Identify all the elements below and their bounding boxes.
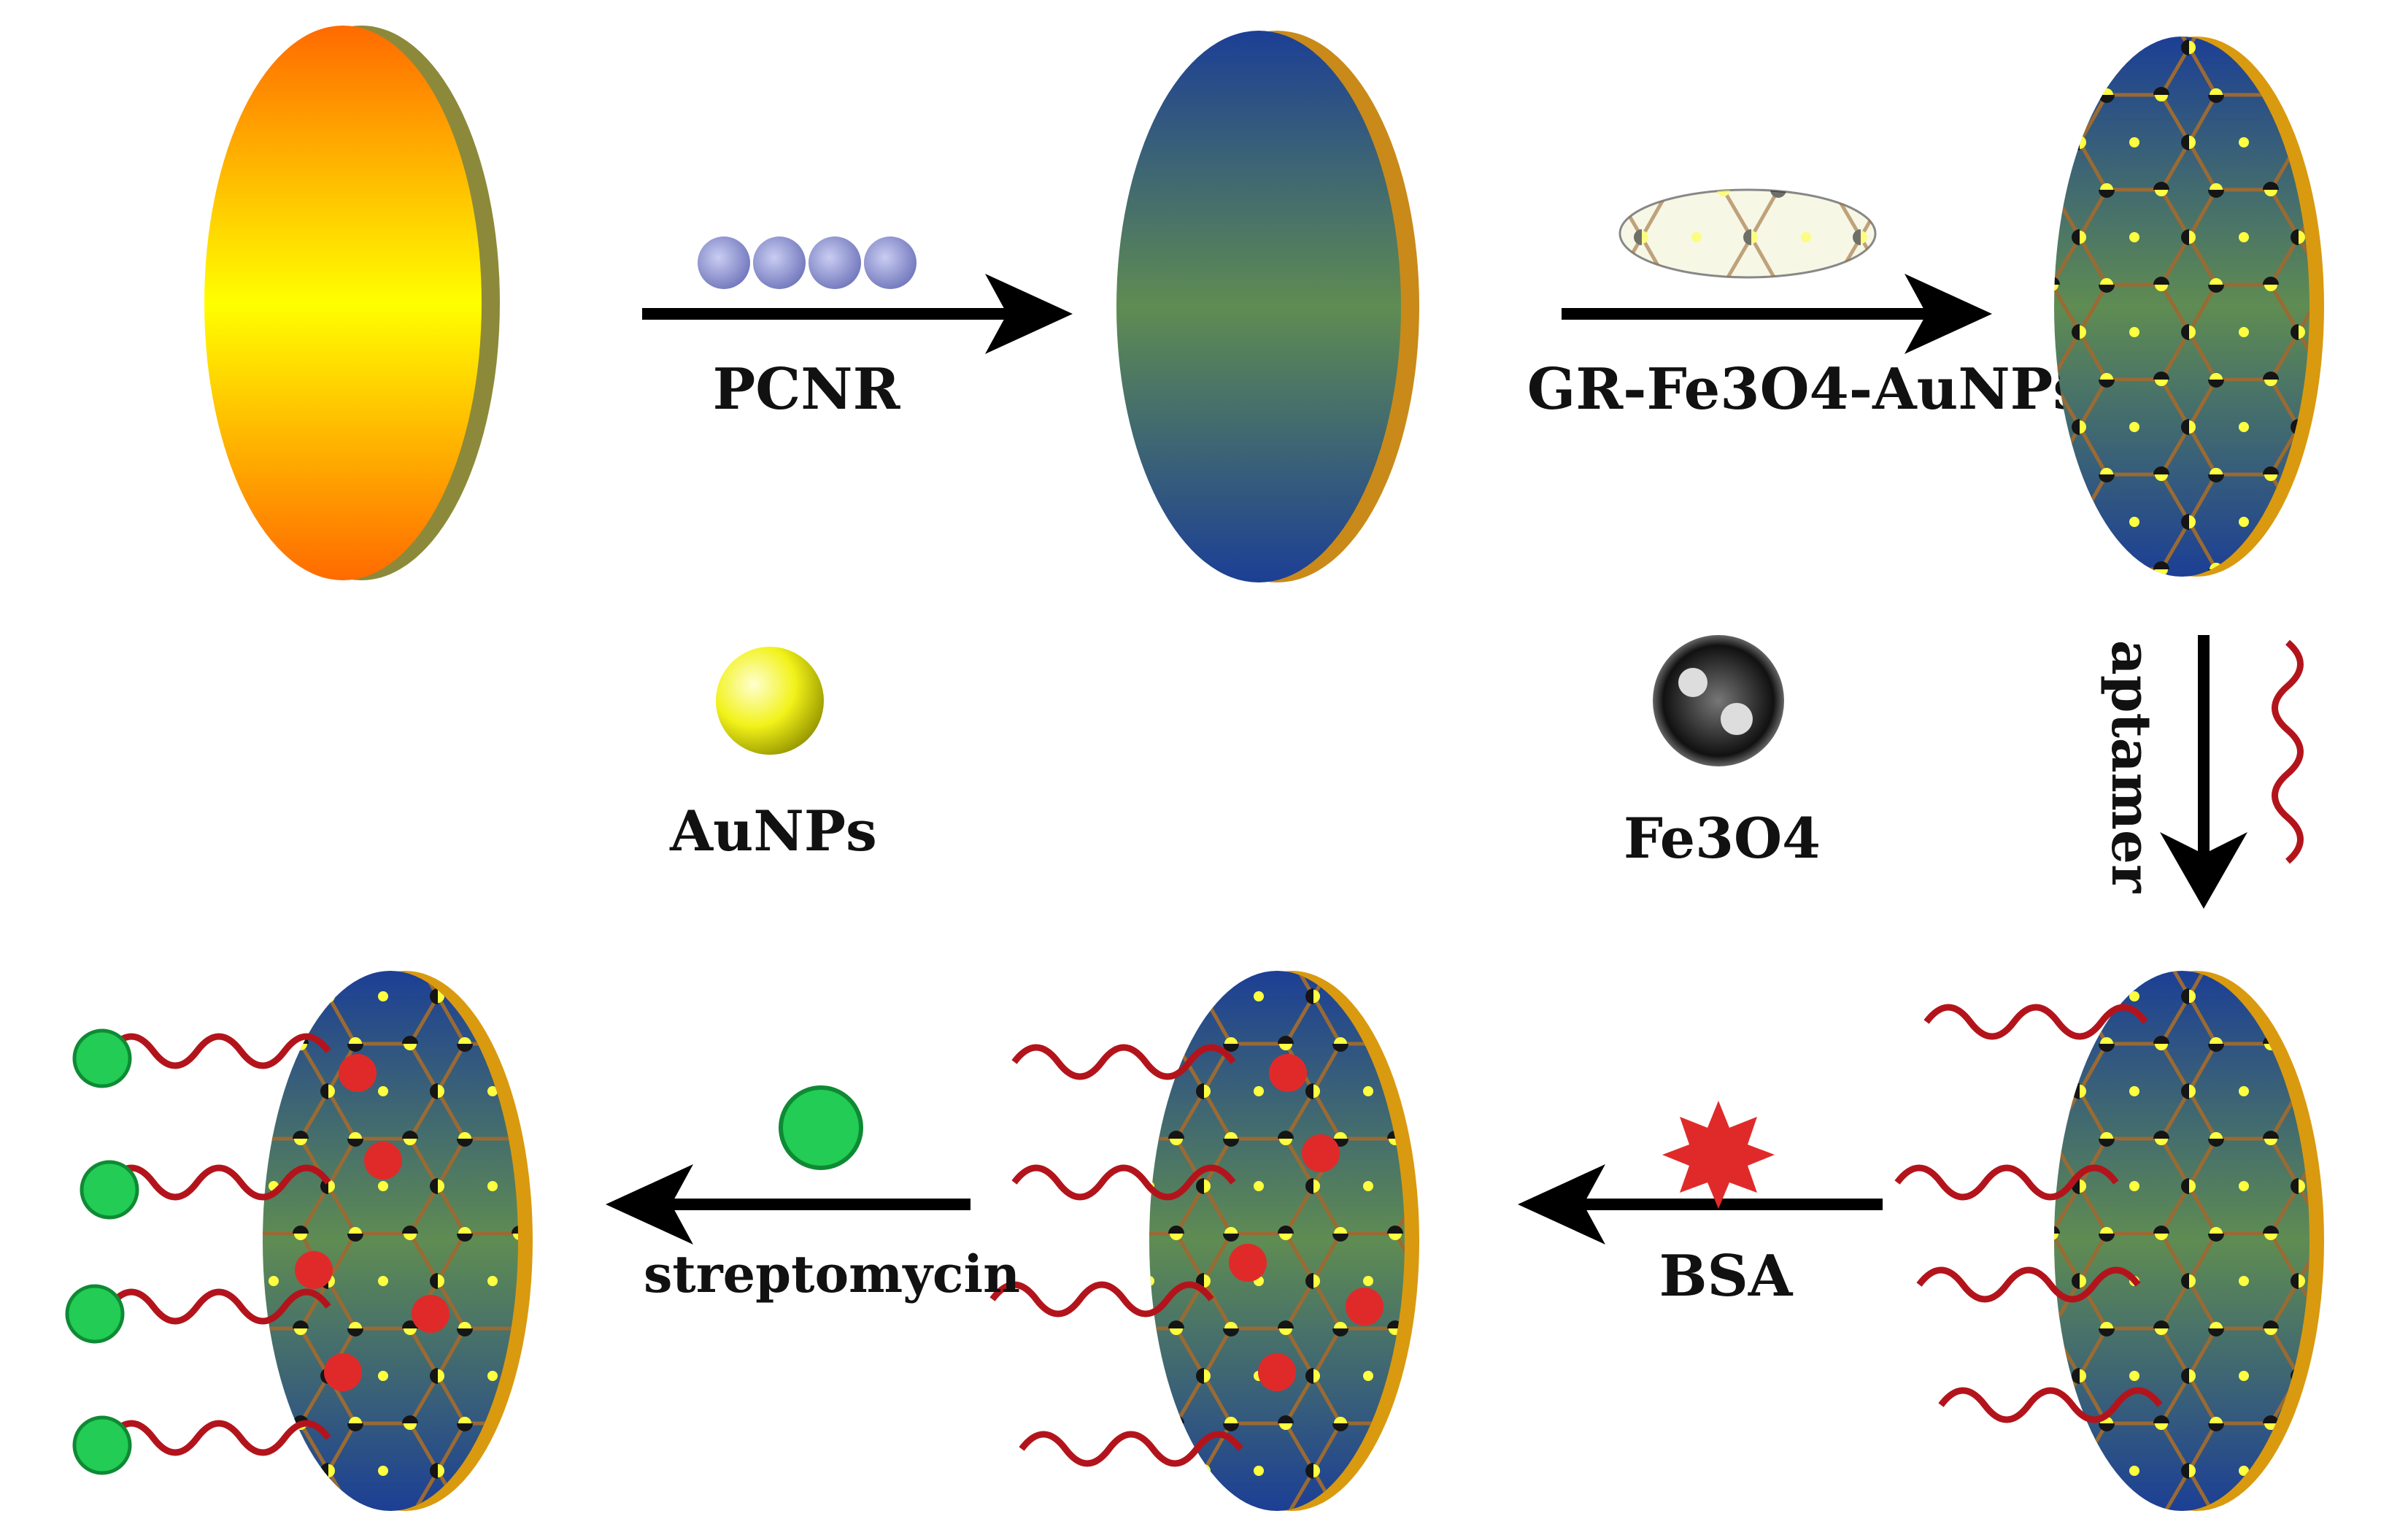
label-aptamer: aptamer [2099,640,2162,893]
bare-electrode [204,26,500,580]
legend-fe3o4-label: Fe3O4 [1624,806,1821,871]
final-electrode [65,971,533,1511]
legend-aunp-label: AuNPs [669,799,877,863]
legend-fe3o4: Fe3O4 [1624,635,1821,871]
arrow-gr-fe3o4-aunps: GR-Fe3O4-AuNPs [1527,188,2085,423]
bound-streptomycin [65,1028,139,1475]
fe3o4-icon [1653,635,1784,766]
aptamer-strands [1894,1004,2163,1423]
graphene-sheet-icon [1618,188,1877,279]
pcnr-electrode [1116,31,1419,582]
bsa-blocking-molecules [1229,1054,1384,1391]
composite-electrode [2054,36,2324,577]
bsa-icon [1662,1101,1775,1209]
arrow-aptamer: aptamer [2099,635,2304,909]
aptamer-strand-icon [2272,639,2304,864]
label-pcnr: PCNR [713,356,901,423]
label-bsa: BSA [1659,1243,1794,1309]
arrow-bsa: BSA [1518,1101,1883,1309]
pcnr-icon [698,236,916,289]
label-streptomycin: streptomycin [644,1244,1020,1304]
bsa-electrode [989,971,1419,1511]
arrow-pcnr: PCNR [642,236,1073,423]
streptomycin-icon [779,1085,863,1170]
label-gr-fe3o4-aunps: GR-Fe3O4-AuNPs [1527,356,2085,423]
legend-aunp: AuNPs [669,647,877,863]
final-aptamer-strands [107,1033,331,1456]
aunp-icon [716,647,824,755]
final-bsa-molecules [295,1054,449,1391]
arrow-streptomycin: streptomycin [606,1085,1020,1304]
bsa-electrode-aptamers [989,1044,1243,1467]
aptamer-electrode [1894,971,2324,1511]
